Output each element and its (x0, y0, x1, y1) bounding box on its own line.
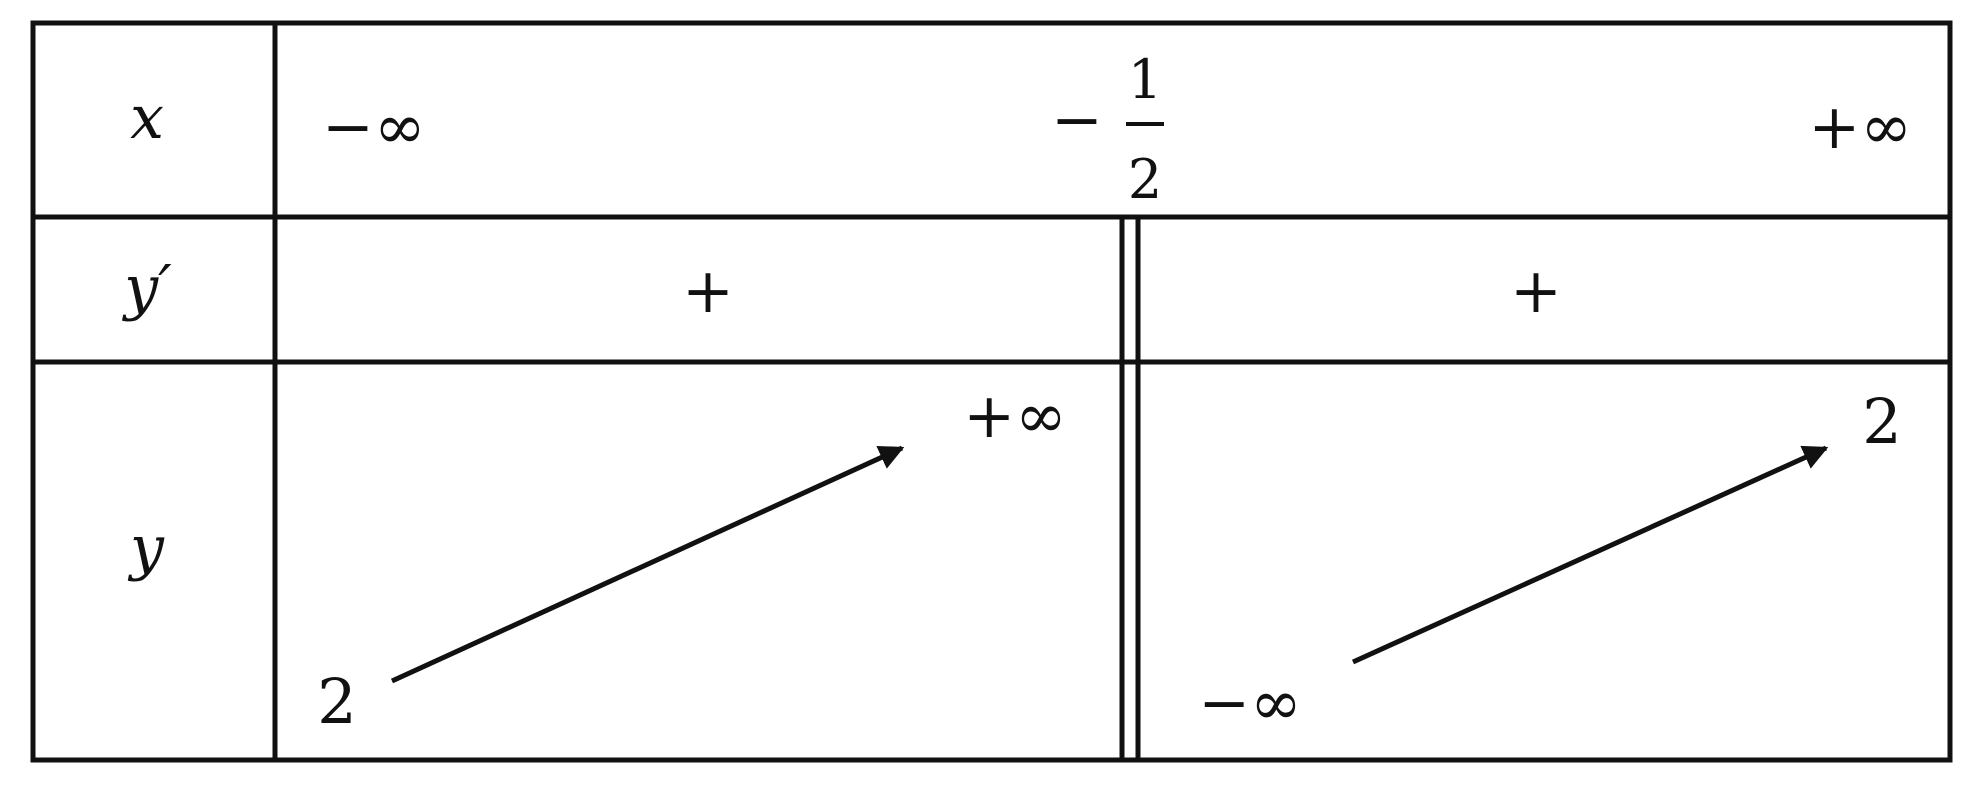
derivative-sign-right: + (1510, 254, 1562, 327)
x-critical-sign: − (1051, 83, 1103, 156)
y-right-end: 2 (1862, 385, 1901, 458)
row-label-y: y (127, 513, 165, 583)
row-label-y-prime: y′ (121, 253, 172, 323)
table-frame (30, 20, 1953, 763)
increasing-arrow-right (1351, 445, 1829, 665)
x-left-limit: −∞ (322, 90, 426, 163)
y-left-start: 2 (317, 665, 356, 738)
row-label-x: x (130, 83, 164, 153)
derivative-sign-left: + (682, 254, 734, 327)
x-right-limit: +∞ (1808, 90, 1912, 163)
increasing-arrow-left (390, 445, 905, 684)
y-right-start: −∞ (1198, 666, 1302, 739)
x-critical-numerator: 1 (1128, 48, 1162, 111)
x-critical-denominator: 2 (1128, 148, 1162, 211)
y-left-end: +∞ (963, 379, 1067, 452)
